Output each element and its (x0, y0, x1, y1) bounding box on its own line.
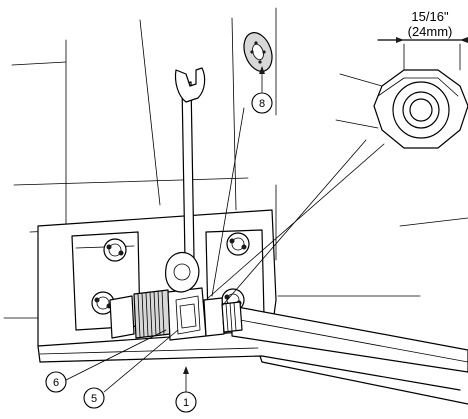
nut-top-right (226, 232, 250, 256)
callout-1-label: 1 (183, 397, 189, 409)
callout-5: 5 (83, 387, 105, 409)
hex-fitting-detail (335, 69, 468, 149)
callout-6-label: 6 (53, 377, 59, 389)
dimension-annotation: 15/16" (24mm) (377, 9, 468, 71)
callout-8-label: 8 (259, 98, 265, 110)
callout-1: 1 (175, 391, 197, 413)
washer-part (243, 32, 273, 72)
callout-5-label: 5 (91, 393, 97, 405)
nut-top-left (103, 238, 127, 262)
dimension-metric: (24mm) (408, 24, 453, 39)
callout-8: 8 (251, 92, 273, 114)
tubing (231, 305, 468, 373)
dimension-imperial: 15/16" (411, 9, 449, 24)
background-panel-lines (3, 7, 468, 319)
callout-6: 6 (45, 371, 67, 393)
wrench (165, 67, 206, 293)
leader-lines (65, 66, 385, 393)
